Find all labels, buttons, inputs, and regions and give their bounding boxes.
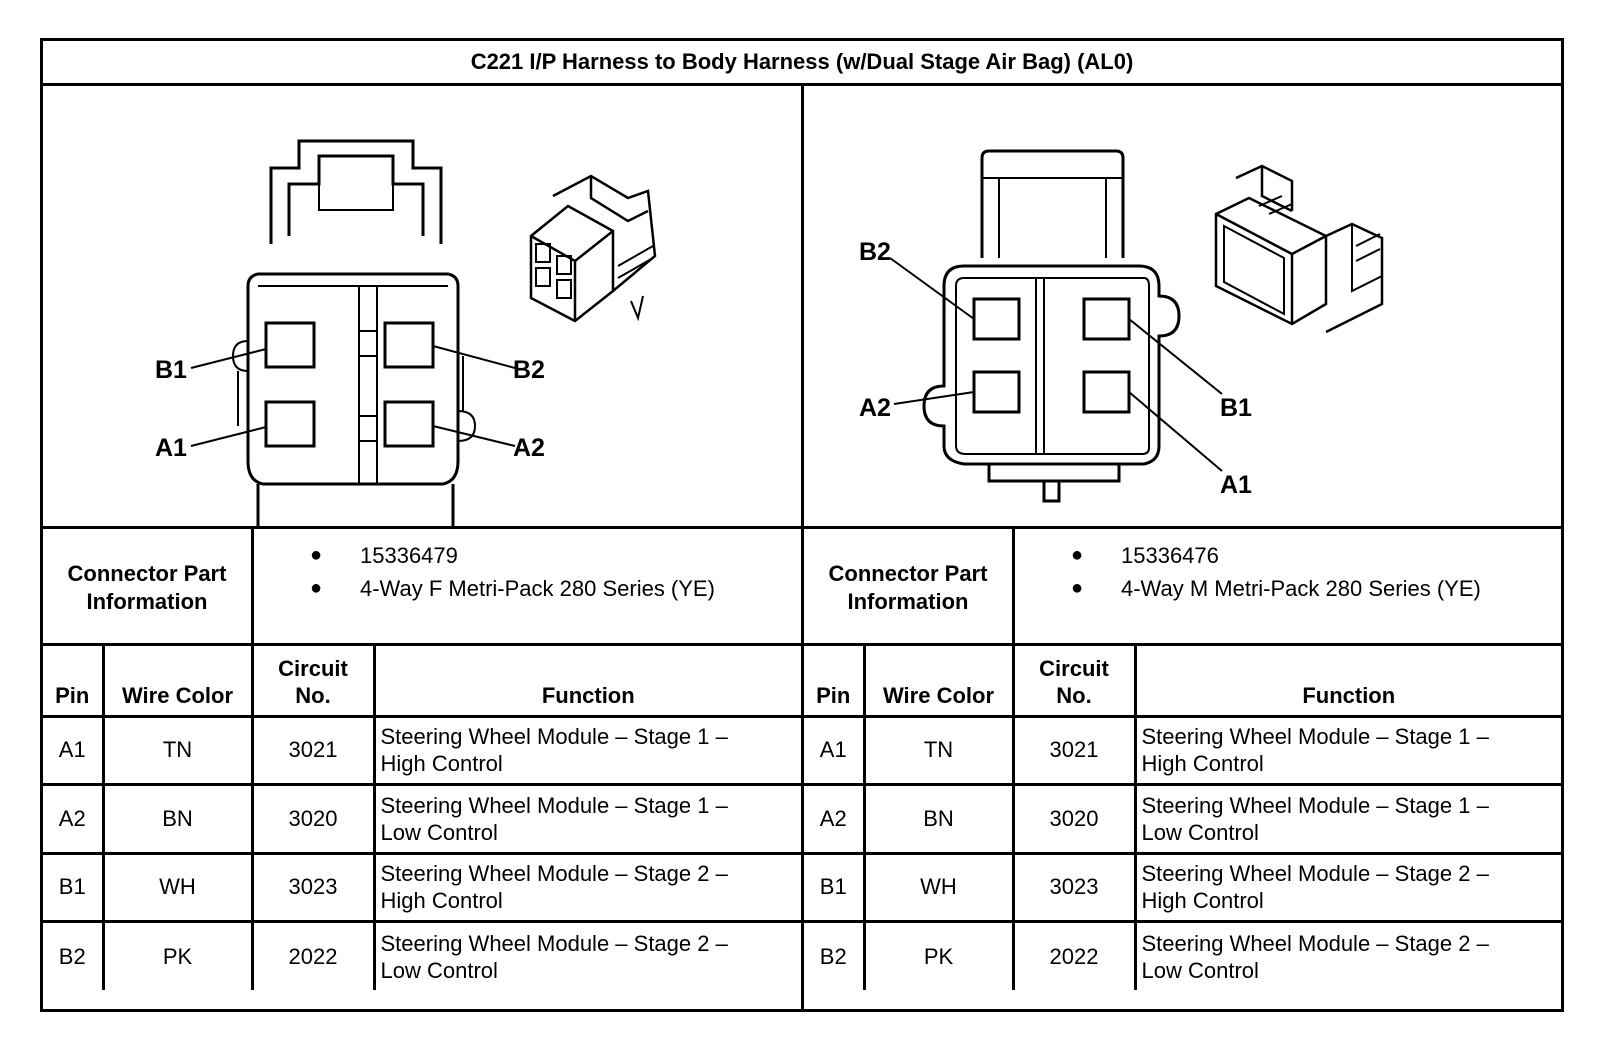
function-cell: Steering Wheel Module – Stage 1 –Low Con… <box>1133 783 1561 855</box>
right-part-info-list: ●15336476 ●4-Way M Metri-Pack 280 Series… <box>1015 529 1561 643</box>
left-label-b2: B2 <box>513 356 545 384</box>
table-cell: TN <box>101 714 254 786</box>
header-function: Function <box>1133 646 1561 718</box>
table-cell: PK <box>101 920 254 990</box>
left-connector-part-info: Connector Part Information ●15336479 ●4-… <box>43 529 801 646</box>
header-wire-color: Wire Color <box>862 646 1015 718</box>
table-cell: 2022 <box>250 920 376 990</box>
table-cell: WH <box>101 851 254 923</box>
left-connector-drawing: B1 A1 B2 A2 <box>43 86 801 529</box>
right-label-a1: A1 <box>1220 471 1252 499</box>
table-cell: WH <box>862 851 1015 923</box>
function-cell: Steering Wheel Module – Stage 1 –High Co… <box>372 714 801 786</box>
right-label-b1: B1 <box>1220 394 1252 422</box>
table-cell: 3020 <box>1011 783 1137 855</box>
table-cell: B1 <box>43 851 105 923</box>
function-cell: Steering Wheel Module – Stage 2 –Low Con… <box>372 920 801 990</box>
table-cell: BN <box>862 783 1015 855</box>
table-cell: B2 <box>43 920 105 990</box>
function-cell: Steering Wheel Module – Stage 1 –Low Con… <box>372 783 801 855</box>
header-pin: Pin <box>804 646 866 718</box>
table-cell: A2 <box>43 783 105 855</box>
function-cell: Steering Wheel Module – Stage 1 –High Co… <box>1133 714 1561 786</box>
table-cell: PK <box>862 920 1015 990</box>
list-item: ●4-Way F Metri-Pack 280 Series (YE) <box>310 575 715 601</box>
table-cell: B2 <box>804 920 866 990</box>
table-cell: BN <box>101 783 254 855</box>
table-cell: B1 <box>804 851 866 923</box>
page-title: C221 I/P Harness to Body Harness (w/Dual… <box>43 41 1561 86</box>
right-connector-drawing: B2 A2 B1 A1 <box>804 86 1561 529</box>
connector-part-info-label: Connector Part Information <box>804 529 1015 643</box>
function-cell: Steering Wheel Module – Stage 2 –High Co… <box>1133 851 1561 923</box>
function-cell: Steering Wheel Module – Stage 2 –High Co… <box>372 851 801 923</box>
connector-sheet: C221 I/P Harness to Body Harness (w/Dual… <box>40 38 1564 1012</box>
right-connector-panel: B2 A2 B1 A1 Connector Part Information ●… <box>804 86 1561 1009</box>
table-cell: A2 <box>804 783 866 855</box>
table-cell: 2022 <box>1011 920 1137 990</box>
table-cell: 3021 <box>1011 714 1137 786</box>
table-cell: 3023 <box>1011 851 1137 923</box>
left-label-a2: A2 <box>513 434 545 462</box>
left-label-b1: B1 <box>155 356 187 384</box>
connector-part-info-label: Connector Part Information <box>43 529 254 643</box>
header-function: Function <box>372 646 801 718</box>
header-pin: Pin <box>43 646 105 718</box>
table-cell: 3020 <box>250 783 376 855</box>
right-connector-part-info: Connector Part Information ●15336476 ●4-… <box>804 529 1561 646</box>
table-cell: TN <box>862 714 1015 786</box>
left-label-a1: A1 <box>155 434 187 462</box>
left-connector-panel: B1 A1 B2 A2 Connector Part Information ●… <box>43 86 804 1009</box>
function-cell: Steering Wheel Module – Stage 2 –Low Con… <box>1133 920 1561 990</box>
table-cell: A1 <box>804 714 866 786</box>
male-connector-face-view: B2 A2 B1 A1 <box>859 149 1384 503</box>
table-cell: A1 <box>43 714 105 786</box>
female-connector-face-view: B1 A1 B2 A2 <box>155 139 657 529</box>
left-part-info-list: ●15336479 ●4-Way F Metri-Pack 280 Series… <box>254 529 801 643</box>
header-wire-color: Wire Color <box>101 646 254 718</box>
right-label-a2: A2 <box>859 394 891 422</box>
list-item: ●15336479 <box>310 542 458 568</box>
right-label-b2: B2 <box>859 238 891 266</box>
table-cell: 3023 <box>250 851 376 923</box>
list-item: ●15336476 <box>1071 542 1219 568</box>
list-item: ●4-Way M Metri-Pack 280 Series (YE) <box>1071 575 1481 601</box>
table-cell: 3021 <box>250 714 376 786</box>
